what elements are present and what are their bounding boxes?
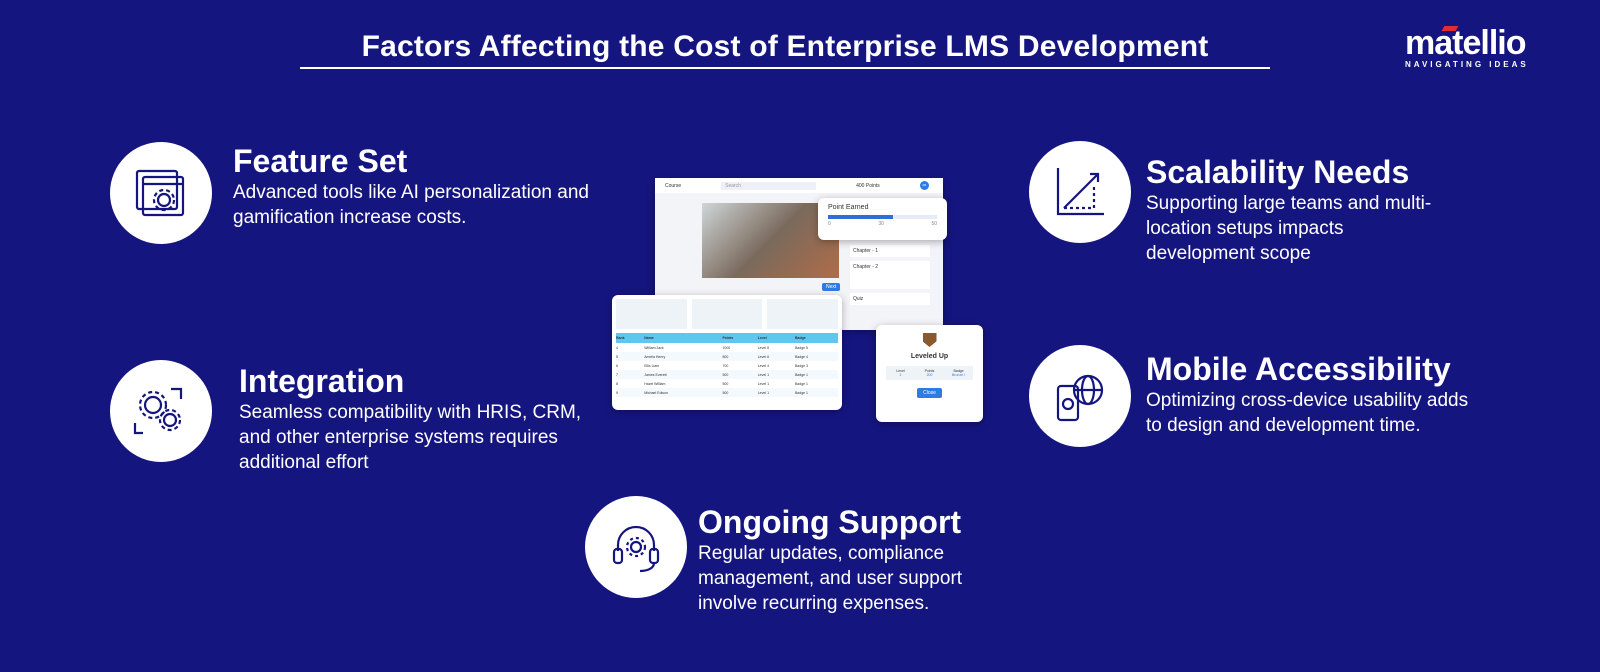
column-header[interactable]: Name [644,336,654,340]
factor-text: Regular updates, compliance management, … [698,543,963,614]
logo-accent [1441,26,1459,31]
factor-text: Optimizing cross-device usability adds t… [1146,390,1469,436]
badge-icon [922,333,937,347]
table-row: 7 James Everett 500 Level 1 Badge 1 [616,370,838,379]
table-cell: 7 [616,372,618,377]
table-cell: Ellis Liam [644,363,660,368]
factor-scalability: Scalability Needs Supporting large teams… [1146,153,1446,266]
level-label: Level [896,369,905,373]
top-user-card [691,299,763,329]
table-cell: 800 [722,354,729,359]
progress-value: 30 [878,221,884,227]
table-cell: Level 1 [757,381,770,386]
avatar[interactable]: AB [919,181,929,190]
table-cell: 500 [722,372,729,377]
points-value: 200 [926,373,933,377]
table-cell: Level 8 [757,345,770,350]
column-header[interactable]: Points [722,336,734,340]
table-cell: Level 1 [757,372,770,377]
gears-sync-icon [110,360,212,462]
progress-max: 50 [931,221,937,227]
factor-heading: Integration [239,363,405,399]
factor-heading: Ongoing Support [698,504,962,540]
headset-gear-icon [585,496,687,598]
table-cell: Amelia Henry [644,354,666,359]
table-cell: Badge 1 [794,372,809,377]
factor-heading: Mobile Accessibility [1146,351,1451,387]
table-cell: 500 [722,381,729,386]
table-cell: James Everett [644,372,667,377]
table-row: 9 Michael Edison 500 Level 1 Badge 1 [616,388,838,397]
factor-heading: Scalability Needs [1146,154,1410,190]
table-row: 4 William Jack 1000 Level 8 Badge 5 [616,343,838,352]
table-cell: William Jack [644,345,664,350]
factor-heading: Feature Set [233,143,408,179]
badge-label: Badge [953,369,964,373]
video-player[interactable] [702,203,839,278]
table-row: 8 Hazel William 500 Level 1 Badge 1 [616,379,838,388]
table-cell: Hazel William [644,381,666,386]
chapter-item[interactable]: Quiz [850,293,930,305]
level-value: 1 [899,373,902,377]
top-user-card [767,299,839,329]
factor-feature-set: Feature Set Advanced tools like AI perso… [233,142,613,230]
table-cell: Level 6 [757,354,770,359]
table-cell: 8 [616,381,618,386]
column-header[interactable]: Rank [616,336,625,340]
table-cell: Level 4 [757,363,770,368]
table-cell: Level 1 [757,390,770,395]
factor-text: Supporting large teams and multi-locatio… [1146,193,1432,264]
browser-gear-icon [110,142,212,244]
table-cell: Michael Edison [644,390,668,395]
column-header[interactable]: Badge [794,336,806,340]
badge-value: Bronze I [951,373,966,377]
table-cell: 1000 [722,345,731,350]
growth-chart-icon [1029,141,1131,243]
factor-text: Advanced tools like AI personalization a… [233,182,589,228]
column-header[interactable]: Level [757,336,767,340]
table-cell: Badge 3 [794,363,809,368]
table-cell: Badge 1 [794,390,809,395]
table-cell: 9 [616,390,618,395]
table-cell: 5 [616,354,618,359]
points-progress-fill [828,215,894,219]
factor-text: Seamless compatibility with HRIS, CRM, a… [239,402,582,473]
matellio-logo: matellio NAVIGATING IDEAS [1405,24,1529,69]
chapter-item[interactable]: Chapter - 1 [850,245,930,257]
search-input[interactable]: Search [721,181,817,190]
close-button[interactable]: Close [917,388,942,398]
points-label: 400 Points [856,182,880,189]
table-cell: 6 [616,363,618,368]
progress-min: 0 [828,221,831,227]
next-button[interactable]: Next [822,283,841,291]
table-cell: 500 [722,390,729,395]
logo-name: matellio [1405,24,1526,62]
logo-tagline: NAVIGATING IDEAS [1405,60,1529,69]
table-cell: Badge 1 [794,381,809,386]
table-cell: 700 [722,363,729,368]
table-cell: Badge 4 [794,354,809,359]
table-row: 6 Ellis Liam 700 Level 4 Badge 3 [616,361,838,370]
table-row: 5 Amelia Henry 800 Level 6 Badge 4 [616,352,838,361]
leveled-up-title: Leveled Up [910,353,949,360]
point-card-title: Point Earned [828,204,869,211]
page-title: Factors Affecting the Cost of Enterprise… [300,30,1270,69]
chapter-item[interactable]: Chapter - 2 [850,261,930,289]
table-cell: 4 [616,345,618,350]
top-user-card [616,299,687,329]
mobile-globe-icon [1029,345,1131,447]
points-label: Points [924,369,935,373]
factor-support: Ongoing Support Regular updates, complia… [698,503,1018,616]
factor-mobile: Mobile Accessibility Optimizing cross-de… [1146,350,1476,438]
point-earned-card: Point Earned 0 30 50 [818,198,947,240]
factor-integration: Integration Seamless compatibility with … [239,362,589,475]
table-cell: Badge 5 [794,345,809,350]
course-label: Course [665,182,682,189]
